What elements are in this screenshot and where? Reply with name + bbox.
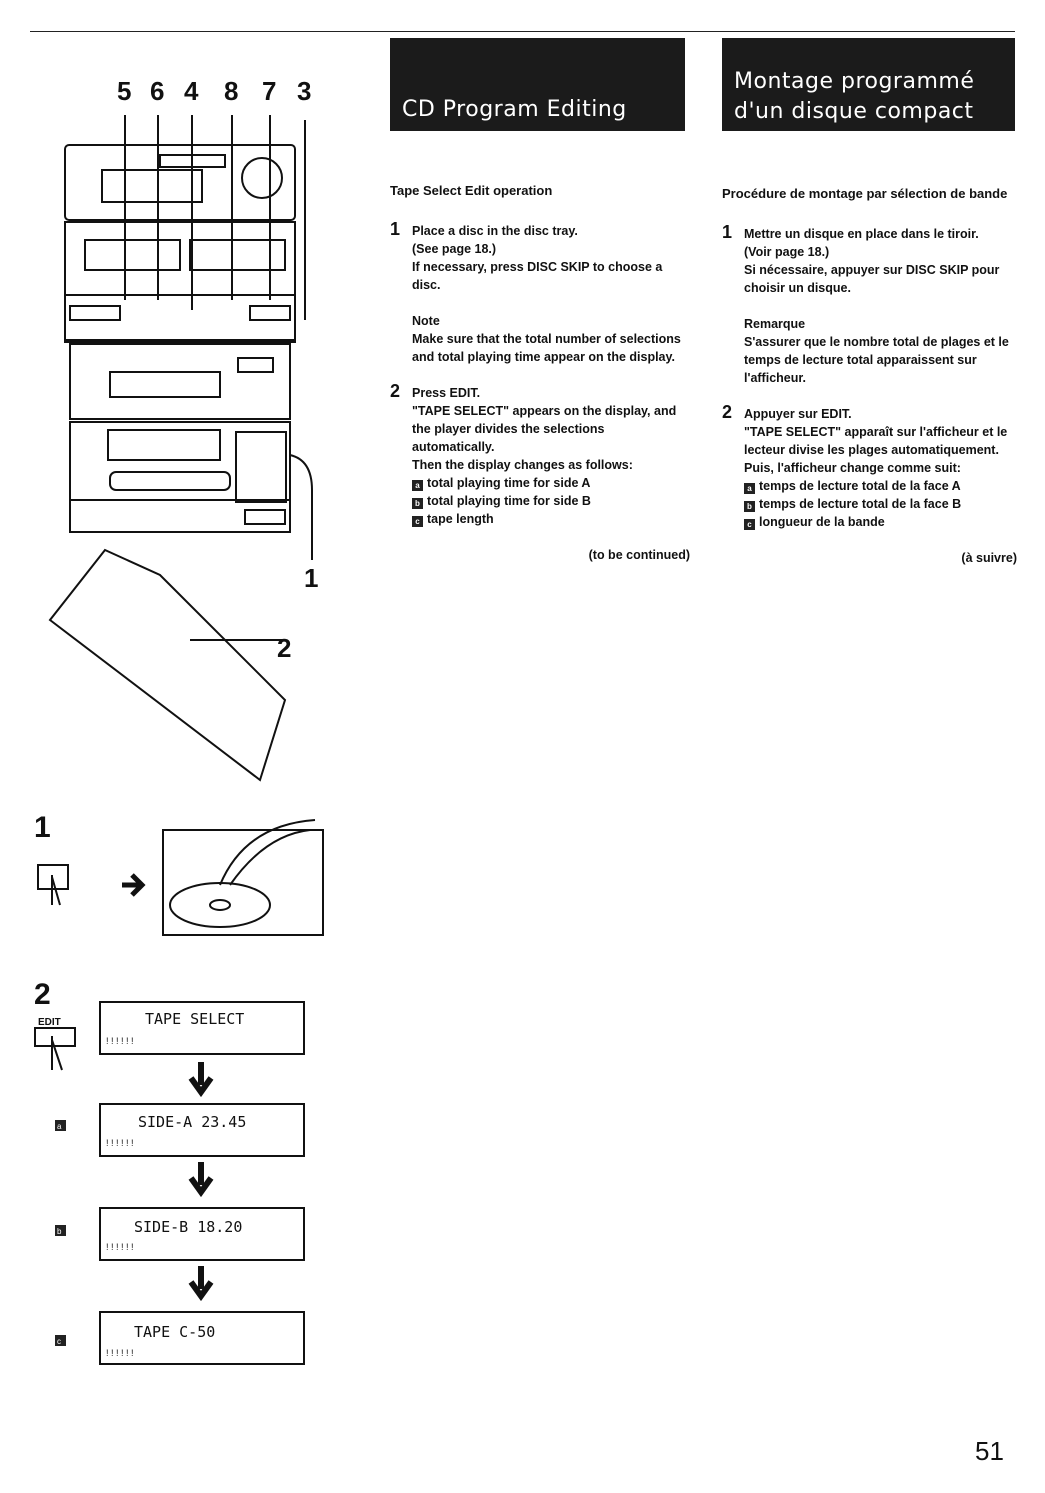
step1-illustration: 1 xyxy=(34,811,324,936)
svg-text:SIDE-A 23.45: SIDE-A 23.45 xyxy=(138,1113,246,1131)
svg-text:! ! ! ! ! !: ! ! ! ! ! ! xyxy=(106,1138,134,1148)
page-number: 51 xyxy=(975,1436,1004,1466)
step-body: Si nécessaire, appuyer sur DISC SKIP pou… xyxy=(744,263,1000,295)
callout-6: 6 xyxy=(150,76,164,106)
english-column: Tape Select Edit operation 1 Place a dis… xyxy=(390,182,690,564)
badge-icon: a xyxy=(744,483,755,494)
display-tape-select: TAPE SELECT ! ! ! ! ! ! xyxy=(99,1001,305,1055)
edit-button-icon xyxy=(34,1027,76,1047)
french-heading: Procédure de montage par sélection de ba… xyxy=(722,186,1008,201)
step-body: "TAPE SELECT" apparaît sur l'afficheur e… xyxy=(744,425,1008,457)
edit-key-label: EDIT xyxy=(38,1017,61,1028)
english-title-banner: CD Program Editing xyxy=(390,38,685,131)
badge-icon: a xyxy=(412,480,423,491)
note-heading: Note xyxy=(412,314,440,328)
svg-text:TAPE SELECT: TAPE SELECT xyxy=(145,1010,244,1028)
step-title: Mettre un disque en place dans le tiroir… xyxy=(744,227,979,241)
step-body: If necessary, press DISC SKIP to choose … xyxy=(412,260,663,292)
svg-text:TAPE C-50: TAPE C-50 xyxy=(134,1323,215,1341)
disc-tray xyxy=(162,829,324,936)
badge-b-icon xyxy=(55,1225,66,1236)
step2-label: 2 xyxy=(34,978,51,1011)
french-title: Montage programmé d'un disque compact xyxy=(734,69,975,124)
svg-text:a: a xyxy=(57,1122,62,1131)
arrow-right-icon xyxy=(122,873,146,897)
arrow-down-icon xyxy=(188,1266,214,1302)
english-heading: Tape Select Edit operation xyxy=(390,183,553,198)
continued-note: (à suivre) xyxy=(961,551,1017,565)
disc-icon xyxy=(169,882,271,928)
callout-5: 5 xyxy=(117,76,131,106)
badge-icon: c xyxy=(744,519,755,530)
badge-c-icon xyxy=(55,1335,66,1346)
callout-7: 7 xyxy=(262,76,276,106)
callout-4: 4 xyxy=(184,76,199,106)
french-title-banner: Montage programmé d'un disque compact xyxy=(722,38,1015,131)
step-number: 2 xyxy=(722,402,733,422)
svg-text:b: b xyxy=(57,1227,62,1236)
badge-icon: b xyxy=(744,501,755,512)
step-reference: (See page 18.) xyxy=(412,242,497,256)
step2-illustration: 2 EDIT TAPE SELECT ! ! ! ! ! ! a SIDE-A … xyxy=(34,978,305,1365)
english-step-1: 1 Place a disc in the disc tray. (See pa… xyxy=(390,219,690,366)
step-number: 1 xyxy=(722,222,733,242)
note-body: Make sure that the total number of selec… xyxy=(412,332,681,364)
step-body: Puis, l'afficheur change comme suit: xyxy=(744,461,961,475)
callout-2: 2 xyxy=(277,633,291,663)
callout-1: 1 xyxy=(304,563,318,593)
svg-text:c: c xyxy=(57,1337,61,1346)
step-body: Then the display changes as follows: xyxy=(412,458,633,472)
step-reference: (Voir page 18.) xyxy=(744,245,830,259)
svg-text:! ! ! ! ! !: ! ! ! ! ! ! xyxy=(106,1348,134,1358)
step-title: Appuyer sur EDIT. xyxy=(744,407,852,421)
badge-icon: b xyxy=(412,498,423,509)
callout-8: 8 xyxy=(224,76,238,106)
display-side-a: SIDE-A 23.45 ! ! ! ! ! ! xyxy=(99,1103,305,1157)
english-title: CD Program Editing xyxy=(402,97,627,122)
step-number: 1 xyxy=(390,219,401,239)
top-rule xyxy=(30,31,1015,32)
arrow-down-icon xyxy=(188,1162,214,1198)
svg-text:! ! ! ! ! !: ! ! ! ! ! ! xyxy=(106,1036,134,1046)
continued-note: (to be continued) xyxy=(588,548,690,562)
svg-text:! ! ! ! ! !: ! ! ! ! ! ! xyxy=(106,1242,134,1252)
badge-a-icon xyxy=(55,1120,66,1131)
step-title: Press EDIT. xyxy=(412,386,481,400)
note-body: S'assurer que le nombre total de plages … xyxy=(744,335,1009,385)
svg-text:SIDE-B 18.20: SIDE-B 18.20 xyxy=(134,1218,242,1236)
arrow-down-icon xyxy=(188,1062,214,1098)
note-heading: Remarque xyxy=(744,317,806,331)
french-column: Procédure de montage par sélection de ba… xyxy=(722,185,1017,567)
french-step-2: 2 Appuyer sur EDIT. "TAPE SELECT" appara… xyxy=(722,402,1017,531)
callout-3: 3 xyxy=(297,76,311,106)
step-number: 2 xyxy=(390,381,401,401)
stereo-system-illustration: 5 6 4 8 7 3 1 2 xyxy=(48,76,318,782)
display-side-b: SIDE-B 18.20 ! ! ! ! ! ! xyxy=(99,1207,305,1261)
english-step-2: 2 Press EDIT. "TAPE SELECT" appears on t… xyxy=(390,381,690,528)
step-body: "TAPE SELECT" appears on the display, an… xyxy=(412,404,677,454)
step1-label: 1 xyxy=(34,811,51,844)
display-tape-length: TAPE C-50 ! ! ! ! ! ! xyxy=(99,1311,305,1365)
french-step-1: 1 Mettre un disque en place dans le tiro… xyxy=(722,222,1017,387)
badge-icon: c xyxy=(412,516,423,527)
step-title: Place a disc in the disc tray. xyxy=(412,224,578,238)
